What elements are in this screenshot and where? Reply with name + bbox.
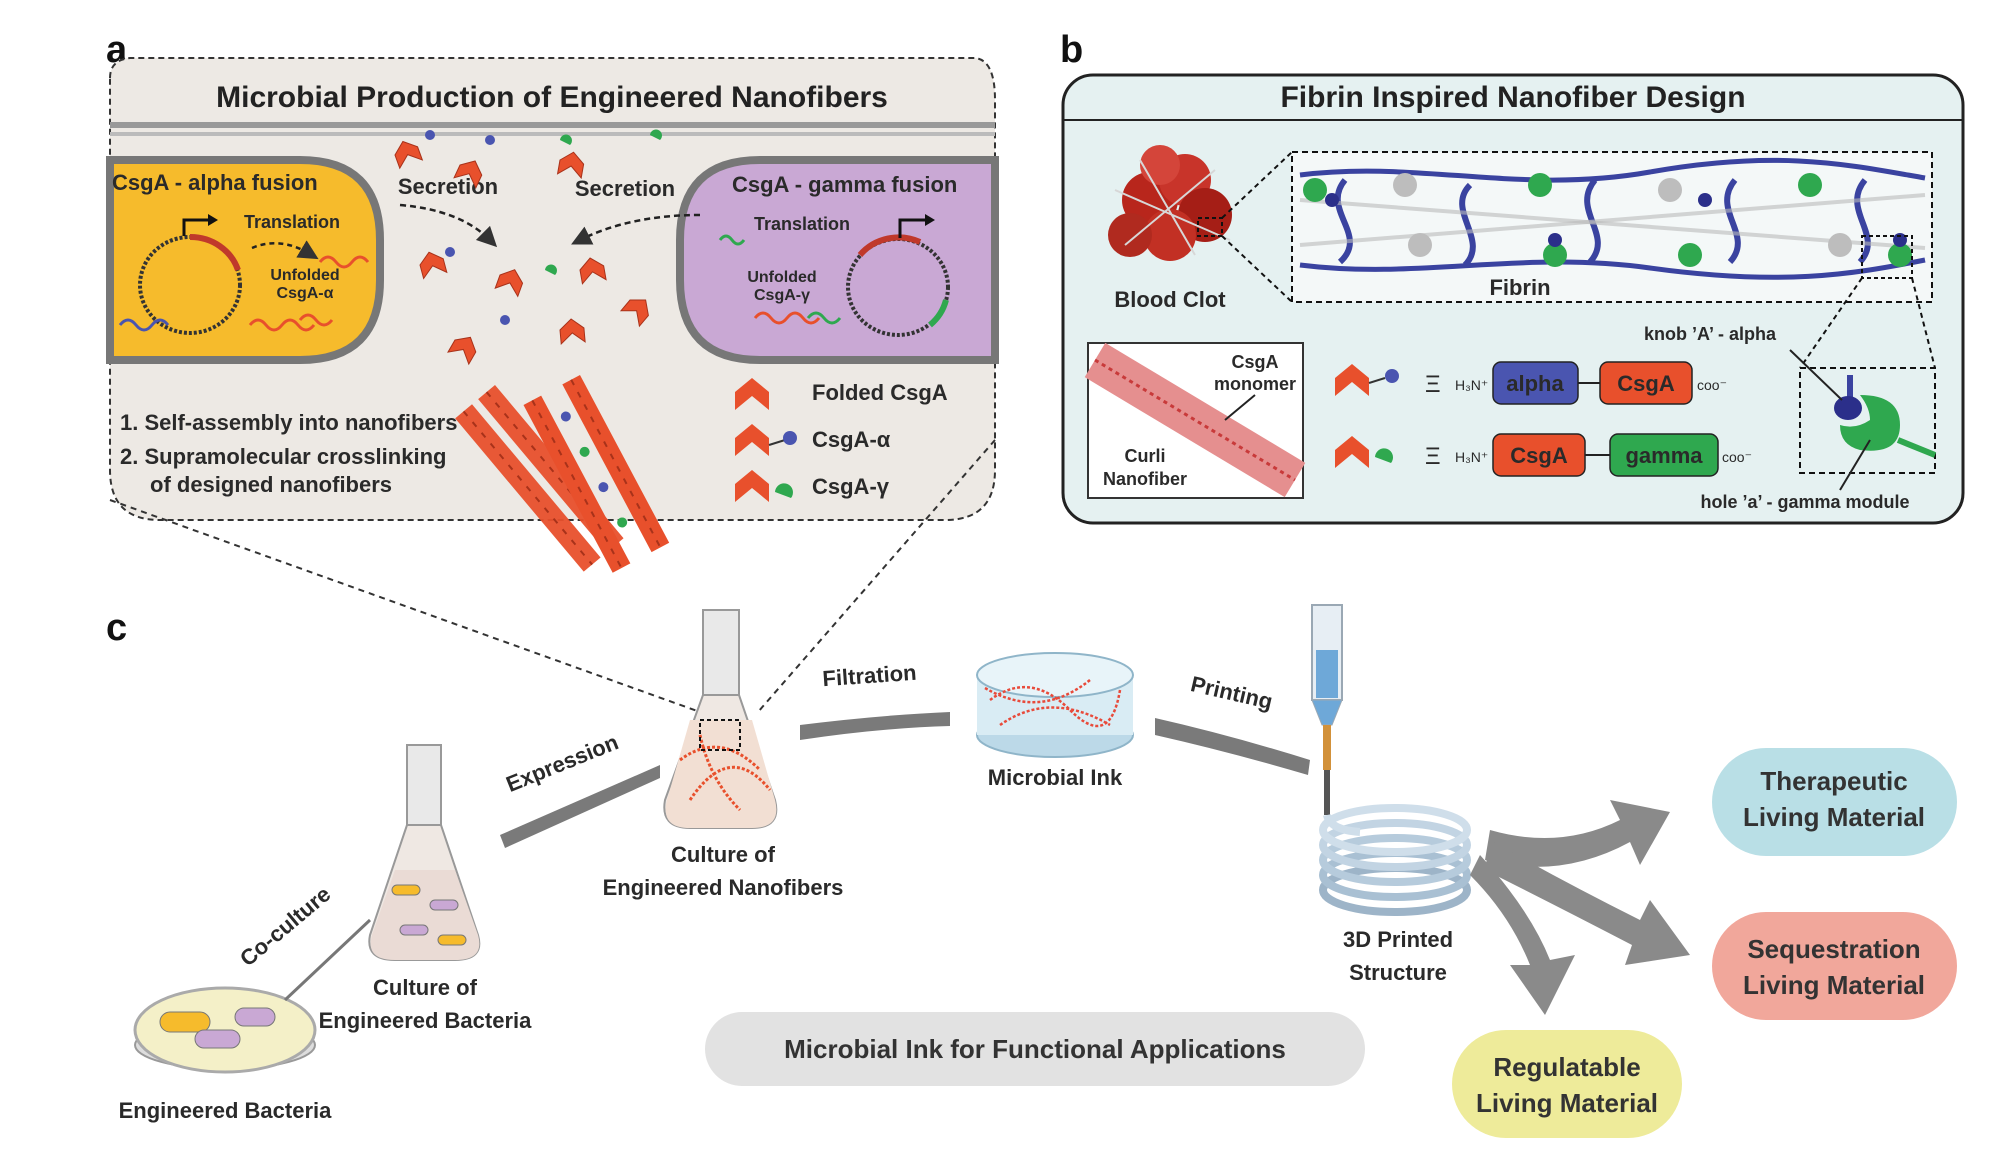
hole-gamma-icon bbox=[1840, 395, 1900, 451]
alpha-translation-label: Translation bbox=[244, 212, 340, 232]
step-2-label-cont: of designed nanofibers bbox=[150, 472, 392, 497]
legend-folded-csga-icon bbox=[735, 378, 769, 410]
gamma-cell-title: CsgA - gamma fusion bbox=[732, 172, 957, 197]
secretion-left-arrow bbox=[399, 203, 498, 248]
printed-structure-label-1: 3D Printed bbox=[1343, 927, 1453, 952]
alpha-unfolded-label-1: Unfolded bbox=[270, 267, 339, 284]
therapeutic-label-2: Living Material bbox=[1743, 802, 1925, 832]
legend-csga-gamma-icon bbox=[735, 470, 769, 502]
step-2-label: 2. Supramolecular crosslinking bbox=[120, 444, 446, 469]
blood-clot-label: Blood Clot bbox=[1114, 287, 1226, 312]
secretion-left-label: Secretion bbox=[398, 174, 498, 199]
printing-arrow bbox=[1155, 718, 1310, 775]
curli-label-2: Nanofiber bbox=[1103, 469, 1187, 489]
culture-bacteria-label-1: Culture of bbox=[373, 975, 478, 1000]
construct-alpha-nterm: H₃N⁺ bbox=[1455, 377, 1488, 393]
printed-structure-label-2: Structure bbox=[1349, 960, 1447, 985]
petri-dish bbox=[133, 986, 317, 1074]
legend-csga-alpha-icon bbox=[735, 424, 769, 456]
floating-csga-monomers bbox=[391, 129, 662, 365]
regulatable-pill bbox=[1452, 1030, 1682, 1138]
legend-csga-alpha: CsgA-α bbox=[812, 427, 891, 452]
curli-label-1: Curli bbox=[1124, 446, 1165, 466]
knob-alpha-icon bbox=[1834, 396, 1862, 420]
construct-gamma-nterm: H₃N⁺ bbox=[1455, 449, 1488, 465]
regulatable-label-2: Living Material bbox=[1476, 1088, 1658, 1118]
construct-gamma-equiv: Ξ bbox=[1425, 443, 1441, 470]
panel-c: Engineered Bacteria Co-culture Culture o… bbox=[119, 604, 1957, 1138]
microbial-ink-disc bbox=[976, 652, 1134, 758]
assembled-nanofibers bbox=[455, 375, 670, 573]
fibrin-network bbox=[1291, 151, 1933, 303]
construct-alpha-box1: alpha bbox=[1506, 371, 1564, 396]
expression-label: Expression bbox=[503, 729, 622, 797]
regulatable-label-1: Regulatable bbox=[1493, 1052, 1640, 1082]
flask-nanofibers bbox=[663, 609, 778, 829]
gamma-unfolded-label-1: Unfolded bbox=[747, 269, 816, 286]
filtration-label: Filtration bbox=[822, 660, 918, 692]
alpha-fusion-cell: CsgA - alpha fusion Translation Unfolded… bbox=[106, 156, 384, 364]
sequestration-label-1: Sequestration bbox=[1747, 934, 1920, 964]
gamma-unfolded-label-2: CsgA-γ bbox=[754, 287, 810, 304]
construct-gamma-box2: gamma bbox=[1625, 443, 1703, 468]
panel-a-title: Microbial Production of Engineered Nanof… bbox=[216, 81, 888, 114]
construct-alpha-box2: CsgA bbox=[1617, 371, 1675, 396]
knob-hole-zoom bbox=[1799, 367, 1937, 474]
panel-a-legend: Folded CsgA CsgA-α CsgA-γ bbox=[735, 378, 948, 502]
secretion-right-arrow bbox=[571, 213, 701, 245]
functional-apps-banner-label: Microbial Ink for Functional Application… bbox=[784, 1034, 1286, 1064]
microbial-ink-label: Microbial Ink bbox=[988, 765, 1123, 790]
alpha-cell-title: CsgA - alpha fusion bbox=[112, 170, 318, 195]
legend-csga-gamma: CsgA-γ bbox=[812, 474, 890, 499]
csga-monomer-label-2: monomer bbox=[1214, 374, 1296, 394]
construct-alpha: Ξ H₃N⁺ alpha CsgA coo⁻ bbox=[1335, 361, 1727, 405]
flask-bacteria bbox=[368, 744, 481, 961]
culture-nanofibers-label-1: Culture of bbox=[671, 842, 776, 867]
construct-gamma-box1: CsgA bbox=[1510, 443, 1568, 468]
panel-b: Fibrin Inspired Nanofiber Design Blood C… bbox=[1061, 73, 1965, 525]
alpha-unfolded-label-2: CsgA-α bbox=[277, 285, 334, 302]
hole-gamma-label: hole ’a’ - gamma module bbox=[1700, 492, 1909, 512]
culture-bacteria-label-2: Engineered Bacteria bbox=[319, 1008, 533, 1033]
therapeutic-label-1: Therapeutic bbox=[1760, 766, 1907, 796]
panel-letter-b: b bbox=[1060, 29, 1083, 71]
panel-letter-c: c bbox=[106, 607, 127, 649]
panel-a: Microbial Production of Engineered Nanof… bbox=[106, 57, 999, 573]
printed-coil bbox=[1319, 804, 1471, 916]
construct-gamma-cterm: coo⁻ bbox=[1722, 449, 1752, 465]
construct-gamma: Ξ H₃N⁺ CsgA gamma coo⁻ bbox=[1335, 433, 1752, 477]
construct-alpha-equiv: Ξ bbox=[1425, 371, 1441, 398]
curli-nanofiber-inset: CsgA monomer Curli Nanofiber bbox=[1084, 342, 1306, 499]
knob-alpha-label: knob ’A’ - alpha bbox=[1644, 324, 1777, 344]
step-1-label: 1. Self-assembly into nanofibers bbox=[120, 410, 457, 435]
sequestration-label-2: Living Material bbox=[1743, 970, 1925, 1000]
blood-clot-illustration bbox=[1108, 145, 1232, 261]
expression-arrow bbox=[500, 765, 660, 848]
functional-apps-banner bbox=[705, 1012, 1365, 1086]
zoom-line-left bbox=[109, 499, 701, 713]
zoom-line-right bbox=[757, 439, 996, 713]
therapeutic-pill bbox=[1712, 748, 1957, 856]
secretion-right-label: Secretion bbox=[575, 176, 675, 201]
filtration-arrow bbox=[800, 712, 950, 740]
engineered-bacteria-label: Engineered Bacteria bbox=[119, 1098, 333, 1123]
fibrin-label: Fibrin bbox=[1489, 275, 1550, 300]
csga-monomer-label-1: CsgA bbox=[1231, 352, 1278, 372]
printing-label: Printing bbox=[1188, 671, 1275, 714]
culture-nanofibers-label-2: Engineered Nanofibers bbox=[603, 875, 844, 900]
coculture-label: Co-culture bbox=[235, 881, 335, 971]
outcome-arrows bbox=[1470, 800, 1690, 1015]
construct-alpha-cterm: coo⁻ bbox=[1697, 377, 1727, 393]
gamma-translation-label: Translation bbox=[754, 214, 850, 234]
sequestration-pill bbox=[1712, 912, 1957, 1020]
panel-b-title: Fibrin Inspired Nanofiber Design bbox=[1280, 81, 1745, 114]
legend-folded-csga: Folded CsgA bbox=[812, 380, 948, 405]
gamma-fusion-cell: CsgA - gamma fusion Translation Unfolded… bbox=[676, 156, 999, 364]
syringe bbox=[1311, 604, 1343, 815]
